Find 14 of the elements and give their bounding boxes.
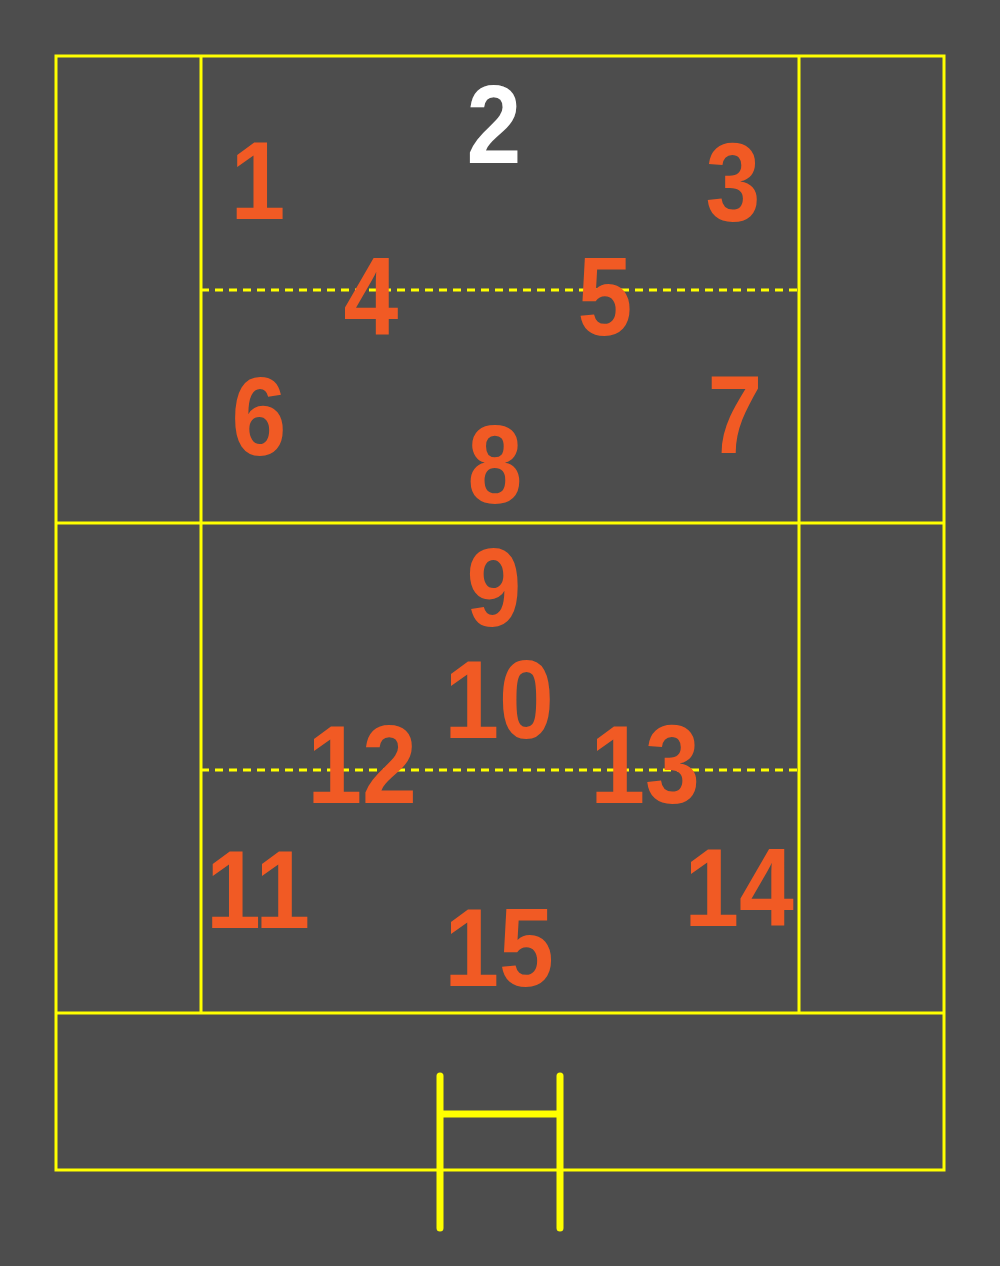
position-number: 6 [231, 372, 287, 462]
position-number: 2 [466, 80, 522, 170]
position-number: 4 [343, 252, 399, 342]
position-number: 15 [444, 903, 554, 993]
position-number: 12 [307, 720, 417, 810]
position-number: 14 [684, 843, 794, 933]
position-number: 11 [205, 845, 311, 935]
position-number: 7 [707, 370, 763, 460]
position-number: 1 [230, 136, 286, 226]
position-number: 9 [466, 543, 522, 633]
position-number: 13 [590, 720, 700, 810]
position-number: 10 [444, 655, 554, 745]
position-number: 8 [467, 420, 523, 510]
position-number: 3 [705, 138, 761, 228]
